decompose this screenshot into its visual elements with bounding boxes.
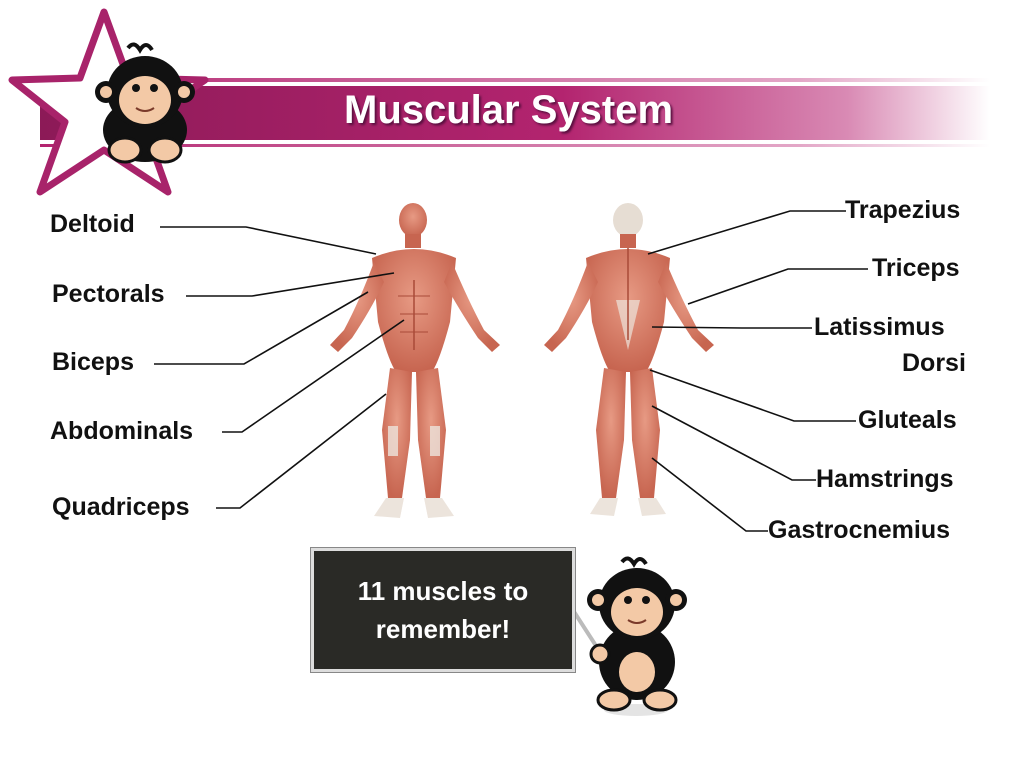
- label-pectorals: Pectorals: [52, 280, 165, 308]
- label-quadriceps: Quadriceps: [52, 493, 190, 521]
- monkey-mascot-pointer: [557, 556, 687, 716]
- slide-title: Muscular System: [344, 88, 674, 132]
- chalkboard: 11 muscles to remember!: [311, 548, 575, 672]
- front-figure: [330, 203, 500, 518]
- monkey-mascot: [95, 42, 195, 164]
- title-banner: [40, 78, 990, 147]
- label-hamstrings: Hamstrings: [816, 465, 954, 493]
- label-latissimus: Latissimus: [814, 313, 945, 341]
- back-leader-lines: [647, 210, 868, 532]
- chalkboard-line-1: 11 muscles to: [357, 576, 529, 606]
- label-biceps: Biceps: [52, 348, 134, 376]
- label-triceps: Triceps: [872, 254, 960, 282]
- chalkboard-line-2: remember!: [375, 614, 511, 644]
- label-deltoid: Deltoid: [50, 210, 135, 238]
- label-gluteals: Gluteals: [858, 406, 957, 434]
- label-gastrocnemius: Gastrocnemius: [768, 516, 951, 544]
- label-abdominals: Abdominals: [50, 417, 194, 445]
- label-trapezius: Trapezius: [845, 196, 961, 224]
- back-figure: [544, 203, 714, 516]
- front-leader-lines: [154, 226, 405, 509]
- label-dorsi: Dorsi: [902, 349, 966, 377]
